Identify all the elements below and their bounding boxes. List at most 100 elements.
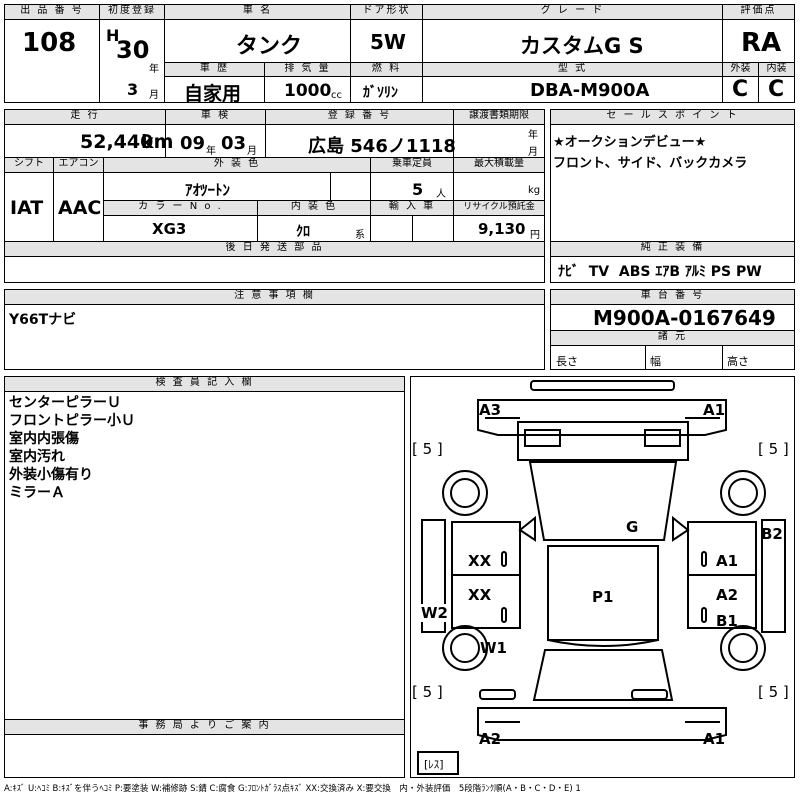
score: RA	[741, 28, 782, 58]
spec-height-cell	[722, 345, 795, 370]
cc-unit: cc	[331, 90, 342, 101]
dmg-left-rear-quarter: W1	[480, 639, 507, 657]
fuel: ｶﾞｿﾘﾝ	[363, 85, 398, 101]
car-diagram-frame	[410, 376, 795, 778]
dmg-glass: G	[626, 518, 639, 536]
door-type: 5W	[370, 30, 406, 54]
inspector-note: センターピラーＵ	[9, 395, 121, 411]
dmg-left-front-door: XX	[468, 552, 492, 570]
door-header: ドア形状	[350, 4, 423, 20]
genuine-cell	[550, 256, 795, 283]
model-code: DBA-M900A	[530, 80, 650, 101]
genuine-equipment: ﾅﾋﾞ TV ABS ｴｱB ｱﾙﾐ PS PW	[558, 264, 762, 280]
height-label: 高さ	[727, 355, 749, 368]
displacement: 1000	[284, 81, 332, 101]
car-name: タンク	[236, 34, 303, 59]
int-color: ｸﾛ	[296, 224, 310, 240]
interior-header: 内装	[758, 62, 795, 77]
dmg-right-front-door: A1	[716, 552, 739, 570]
recycle-header: リサイクル預託金	[453, 200, 545, 216]
interior-cell	[758, 76, 795, 103]
capacity-header: 乗車定員	[370, 157, 454, 173]
insp-year-unit: 年	[206, 146, 216, 157]
legend: A:ｷｽﾞ U:ﾍｺﾐ B:ｷｽﾞを伴うﾍｺﾐ P:要塗装 W:補修跡 S:錆 …	[4, 784, 581, 794]
ext-color-divider	[330, 172, 331, 201]
width-label: 幅	[650, 355, 661, 368]
specs-header: 諸 元	[550, 330, 795, 346]
fuel-header: 燃 料	[350, 62, 423, 77]
dmg-rear-left: A2	[479, 730, 502, 748]
history: 自家用	[184, 83, 242, 105]
reg-no-header: 登 録 番 号	[265, 109, 454, 125]
dmg-right-rear-door-a: A2	[716, 586, 739, 604]
reg-month: 3	[127, 80, 139, 99]
transfer-doc-header: 譲渡書類期限	[453, 109, 545, 125]
exterior-grade: C	[732, 77, 749, 102]
interior-grade: C	[768, 77, 785, 102]
notes: Y66Tナビ	[9, 312, 77, 328]
inspector-note: フロントピラー小Ｕ	[9, 413, 135, 429]
dmg-left-rear-fender: W2	[421, 604, 448, 622]
int-color-unit: 系	[355, 230, 365, 241]
tire-rear-left: [ 5 ]	[412, 683, 443, 701]
reg-year: 30	[116, 36, 150, 64]
dmg-front-right: A1	[703, 401, 726, 419]
dmg-left-rear-door: XX	[468, 586, 492, 604]
max-load-header: 最大積載量	[453, 157, 545, 173]
int-color-cell	[257, 215, 371, 242]
inspector-note: 外装小傷有り	[9, 467, 93, 483]
lot-no: 108	[22, 28, 77, 58]
dmg-right-fender: B2	[761, 525, 783, 543]
dmg-roof: P1	[592, 588, 614, 606]
inspection-header: 車 検	[165, 109, 266, 125]
shift-header: シフト	[4, 157, 54, 173]
spare-tire: [ﾚｽ]	[424, 758, 444, 771]
office-header: 事 務 局 よ り ご 案 内	[4, 719, 405, 735]
car-diagram	[417, 380, 786, 775]
dmg-front-left: A3	[479, 401, 502, 419]
int-color-header: 内 装 色	[257, 200, 371, 216]
tire-front-right: [ 5 ]	[758, 440, 789, 458]
inspector-header: 検 査 員 記 入 欄	[4, 376, 405, 392]
transfer-month-unit: 月	[528, 147, 538, 158]
mileage-header: 走 行	[4, 109, 166, 125]
grade-header: グ レ ー ド	[422, 4, 723, 20]
import-cell-a	[370, 215, 413, 242]
later-parts-cell	[4, 256, 545, 283]
tire-front-left: [ 5 ]	[412, 440, 443, 458]
grade: カスタムG S	[520, 34, 644, 58]
sales-point-1: ★オークションデビュー★	[553, 135, 707, 150]
insp-month: 03	[221, 133, 247, 154]
length-label: 長さ	[556, 355, 578, 368]
ext-color: ｱｵﾂｰﾄﾝ	[185, 181, 231, 199]
inspector-note: ミラーＡ	[9, 485, 65, 501]
notes-header: 注 意 事 項 欄	[4, 289, 545, 305]
model-code-header: 型 式	[422, 62, 723, 77]
inspector-note: 室内内張傷	[9, 431, 79, 447]
shift: IAT	[10, 197, 44, 219]
office-cell	[4, 734, 405, 778]
tire-rear-right: [ 5 ]	[758, 683, 789, 701]
inspector-note: 室内汚れ	[9, 449, 65, 465]
notes-cell	[4, 304, 545, 370]
color-no-header: カ ラ ー N o .	[103, 200, 258, 216]
ext-color-header: 外 装 色	[103, 157, 371, 173]
insp-year: 09	[180, 133, 206, 154]
month-unit: 月	[149, 90, 159, 101]
chassis-no-header: 車 台 番 号	[550, 289, 795, 305]
sales-point-header: セ ー ル ス ポ イ ン ト	[550, 109, 795, 125]
chassis-no: M900A-0167649	[593, 306, 776, 330]
insp-month-unit: 月	[247, 146, 257, 157]
car-name-header: 車 名	[164, 4, 351, 20]
first-reg-header: 初度登録	[99, 4, 165, 20]
year-unit: 年	[149, 64, 159, 75]
dmg-right-rear-door-b: B1	[716, 612, 738, 630]
sales-point-2: フロント、サイド、バックカメラ	[553, 156, 748, 171]
dmg-rear-right: A1	[703, 730, 726, 748]
genuine-header: 純 正 装 備	[550, 241, 795, 257]
displacement-header: 排 気 量	[264, 62, 351, 77]
load-unit: kg	[528, 185, 541, 196]
later-parts-header: 後 日 発 送 部 品	[4, 241, 545, 257]
aircon-header: エアコン	[53, 157, 104, 173]
yen-unit: 円	[530, 230, 540, 241]
